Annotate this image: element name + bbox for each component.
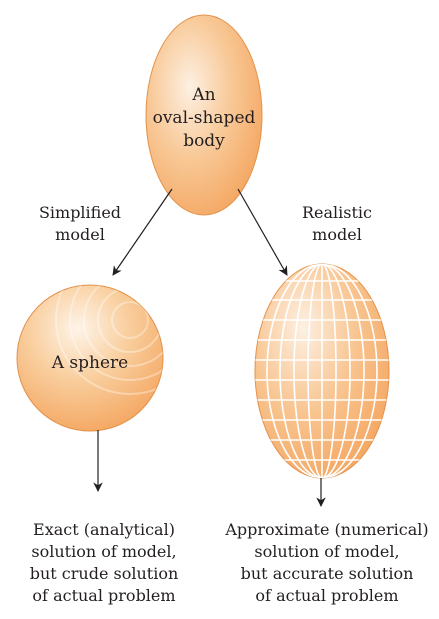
sphere-label: A sphere: [30, 352, 150, 374]
right-caption: Approximate (numerical) solution of mode…: [219, 519, 435, 607]
sphere-node: [17, 246, 204, 431]
left-caption: Exact (analytical) solution of model, bu…: [14, 519, 194, 607]
simplified-model-label: Simplified model: [20, 202, 140, 246]
arrow-to-ellipsoid: [238, 189, 287, 275]
grid-ellipsoid-node: [250, 262, 394, 480]
realistic-model-label: Realistic model: [282, 202, 392, 246]
oval-body-label: An oval-shaped body: [140, 84, 268, 153]
